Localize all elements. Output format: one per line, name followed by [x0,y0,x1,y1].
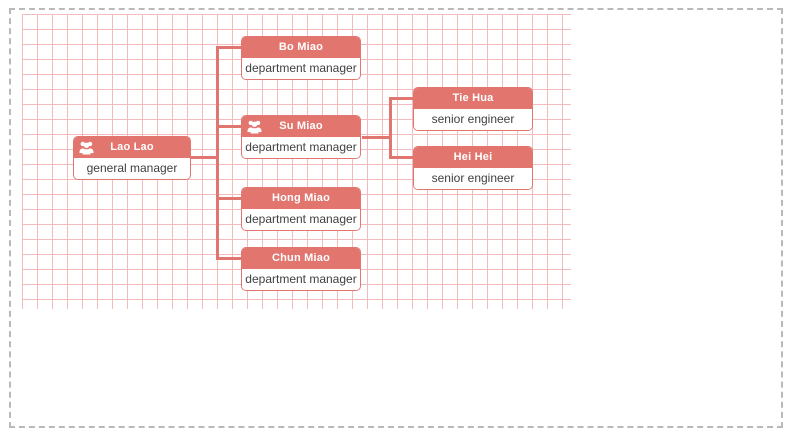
connector-to-su-miao [216,125,242,128]
connector-to-hei-hei [389,156,414,159]
connector-to-chun-miao [216,257,242,260]
grid-canvas[interactable]: Lao Lao general manager Bo Miao departme… [22,14,571,309]
org-node-bo-miao[interactable]: Bo Miao department manager [241,36,361,80]
org-node-header: Hong Miao [242,188,360,209]
org-node-name: Tie Hua [452,92,494,104]
org-node-title: department manager [242,269,360,290]
org-node-name: Bo Miao [278,41,324,53]
org-node-name: Lao Lao [110,141,154,153]
org-node-name: Chun Miao [271,252,330,264]
org-node-hong-miao[interactable]: Hong Miao department manager [241,187,361,231]
org-node-title: department manager [242,209,360,230]
org-node-header: Tie Hua [414,88,532,109]
org-node-header: Lao Lao [74,137,190,158]
org-node-chun-miao[interactable]: Chun Miao department manager [241,247,361,291]
org-node-header: Chun Miao [242,248,360,269]
org-chart-container: Lao Lao general manager Bo Miao departme… [9,8,783,428]
people-group-icon [247,119,262,134]
org-node-title: department manager [242,58,360,79]
org-node-tie-hua[interactable]: Tie Hua senior engineer [413,87,533,131]
org-node-title: general manager [74,158,190,179]
people-group-icon [79,140,94,155]
connector-su-miao-stub [362,136,390,139]
connector-to-tie-hua [389,97,414,100]
org-node-header: Hei Hei [414,147,532,168]
connector-to-hong-miao [216,197,242,200]
org-node-name: Hei Hei [453,151,493,163]
org-node-hei-hei[interactable]: Hei Hei senior engineer [413,146,533,190]
org-node-su-miao[interactable]: Su Miao department manager [241,115,361,159]
org-node-title: senior engineer [414,168,532,189]
org-node-name: Hong Miao [271,192,330,204]
org-node-name: Su Miao [279,120,323,132]
org-node-header: Bo Miao [242,37,360,58]
connector-su-miao-trunk [389,97,392,159]
org-node-title: senior engineer [414,109,532,130]
connector-root-stub [190,156,217,159]
org-tree: Lao Lao general manager Bo Miao departme… [22,14,571,309]
org-node-lao-lao[interactable]: Lao Lao general manager [73,136,191,180]
org-node-title: department manager [242,137,360,158]
org-node-header: Su Miao [242,116,360,137]
connector-root-trunk [216,46,219,259]
connector-to-bo-miao [216,46,242,49]
